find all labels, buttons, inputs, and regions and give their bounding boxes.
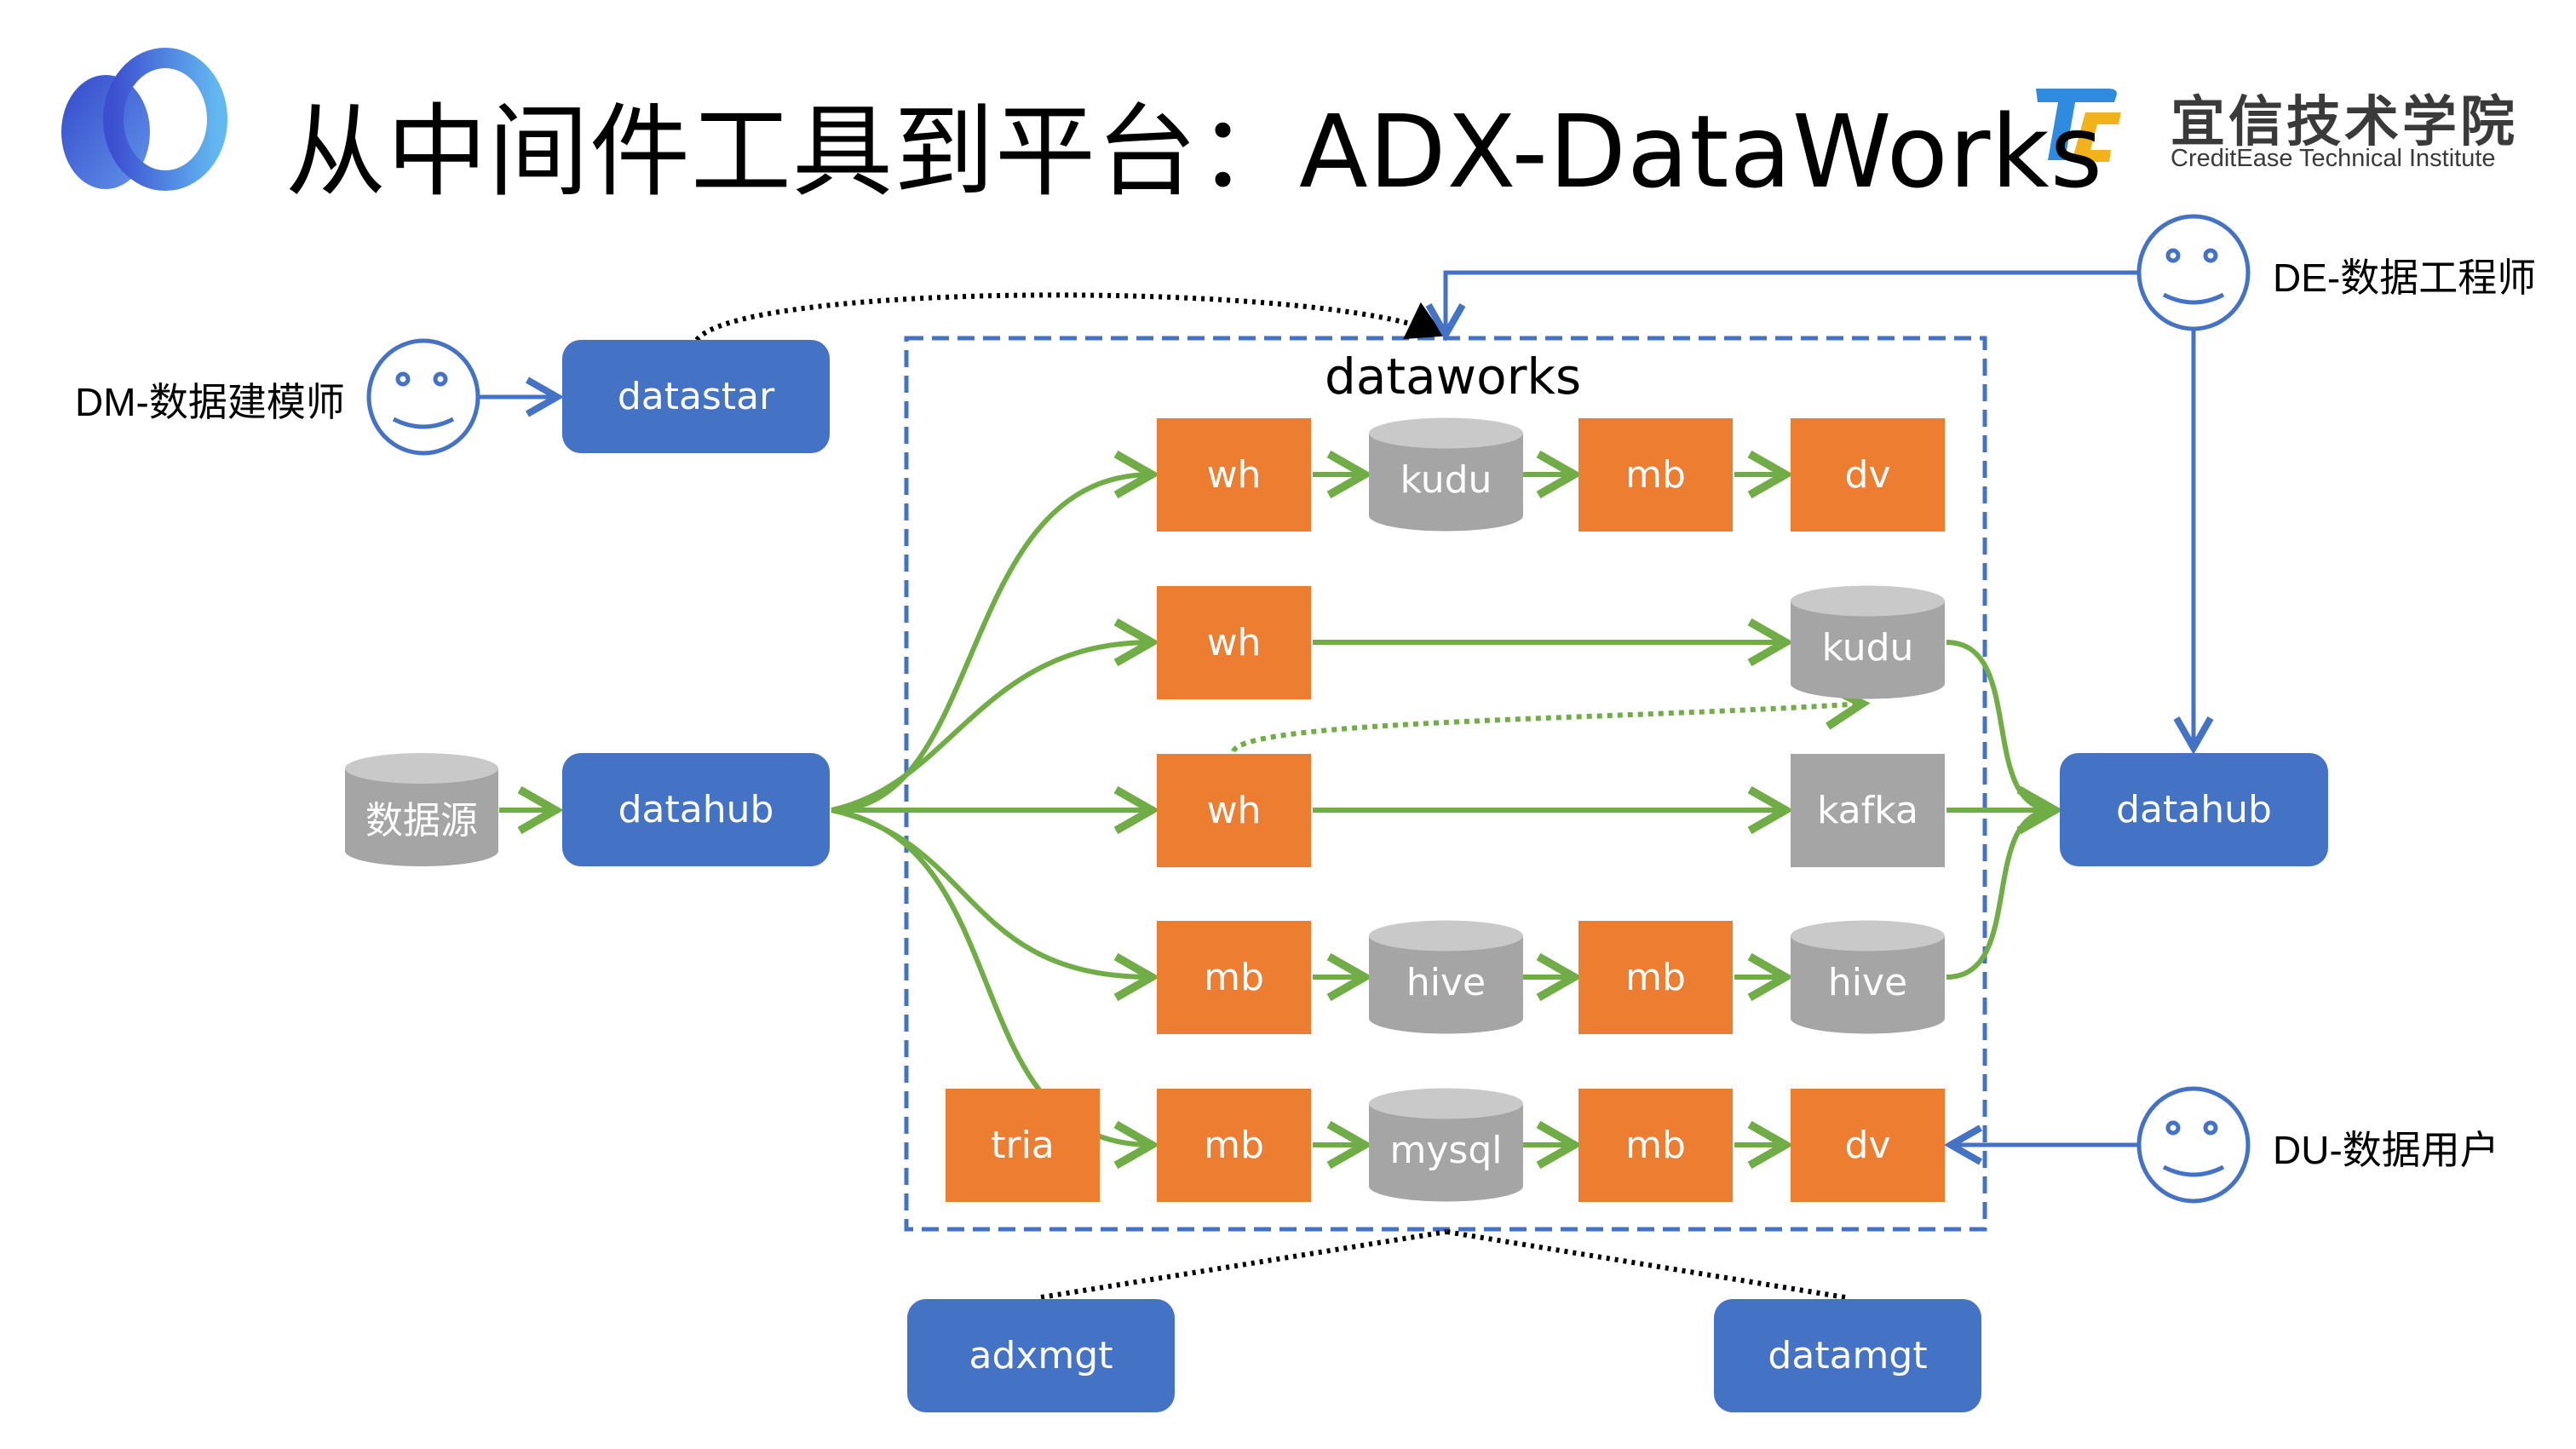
datahub-out-node[interactable]: datahub [2060, 753, 2328, 866]
du-smiley-icon [2136, 1086, 2251, 1204]
datahub-in-node[interactable]: datahub [562, 753, 830, 866]
datamgt-node[interactable]: datamgt [1714, 1299, 1981, 1412]
dw-node-mb-r4[interactable]: mb [1578, 920, 1733, 1034]
role-label-du: DU-数据用户 [2273, 1128, 2499, 1172]
dw-hive-r4-cylinder-shape [1369, 920, 1523, 1034]
de-to-dataworks-arrow [1425, 270, 2137, 342]
dm-smiley-icon [366, 338, 480, 456]
dw-node-mysql-r5[interactable]: mysql [1389, 1128, 1503, 1172]
r3-wh-to-r2-kudu-dotted [1231, 681, 1871, 753]
role-label-de: DE-数据工程师 [2273, 256, 2537, 300]
dw-node-mb-r5[interactable]: mb [1578, 1088, 1733, 1202]
dw-node-kafka-r3[interactable]: kafka [1791, 753, 1945, 867]
dw-kudu-r1-cylinder-shape [1369, 417, 1523, 532]
role-label-dm: DM-数据建模师 [75, 380, 345, 424]
datamgt-dotted-link [1446, 1229, 1846, 1300]
dw-node-wh-r3[interactable]: wh [1157, 753, 1311, 867]
dw-node-wh-r1[interactable]: wh [1157, 417, 1311, 532]
adxmgt-node[interactable]: adxmgt [907, 1299, 1175, 1412]
de-smiley-icon [2136, 214, 2251, 331]
dw-node-dv-r1[interactable]: dv [1791, 417, 1945, 532]
dw-node-tria-r5[interactable]: tria [946, 1088, 1100, 1202]
datahub-fanout [831, 450, 1160, 1170]
dw-node-wh-r2[interactable]: wh [1157, 585, 1311, 699]
kudu-to-datahub [1946, 640, 2063, 835]
brand-name-cn: 宜信技术学院 [2171, 91, 2518, 154]
dw-node-mb-r4[interactable]: mb [1157, 920, 1311, 1034]
row-arrows [1231, 450, 2063, 1170]
dw-mysql-r5-cylinder-shape [1369, 1088, 1523, 1202]
brand-name-en: CreditEase Technical Institute [2171, 145, 2496, 172]
dw-node-kudu-r1[interactable]: kudu [1400, 457, 1492, 502]
dw-node-hive-r4[interactable]: hive [1406, 960, 1486, 1004]
page-title: 从中间件工具到平台：ADX-DataWorks [285, 93, 2104, 210]
datastar-node[interactable]: datastar [562, 340, 830, 453]
dw-node-hive-r4[interactable]: hive [1827, 960, 1908, 1004]
dw-kudu-r2-cylinder-shape [1791, 585, 1945, 699]
data-source-node[interactable]: 数据源 [365, 798, 478, 842]
fanout-to-row2 [831, 618, 1160, 813]
dw-node-kudu-r2[interactable]: kudu [1821, 625, 1914, 670]
dw-node-mb-r5[interactable]: mb [1157, 1088, 1311, 1202]
fanout-to-row1 [831, 450, 1160, 813]
datastar-dataworks-dotted-link [694, 292, 1445, 342]
tc-logo-icon [2036, 89, 2121, 162]
dw-node-dv-r5[interactable]: dv [1791, 1088, 1945, 1202]
dw-node-mb-r1[interactable]: mb [1578, 417, 1733, 532]
adxmgt-dotted-link [1040, 1229, 1447, 1300]
fanout-to-row4 [831, 808, 1160, 1002]
data-source-cylinder-shape [345, 753, 498, 866]
dataworks-label: dataworks [1325, 348, 1582, 405]
overlapping-rings-logo-icon [61, 48, 227, 191]
hive-to-datahub [1946, 785, 2063, 980]
dw-hive-r4-cylinder-shape [1791, 920, 1945, 1034]
